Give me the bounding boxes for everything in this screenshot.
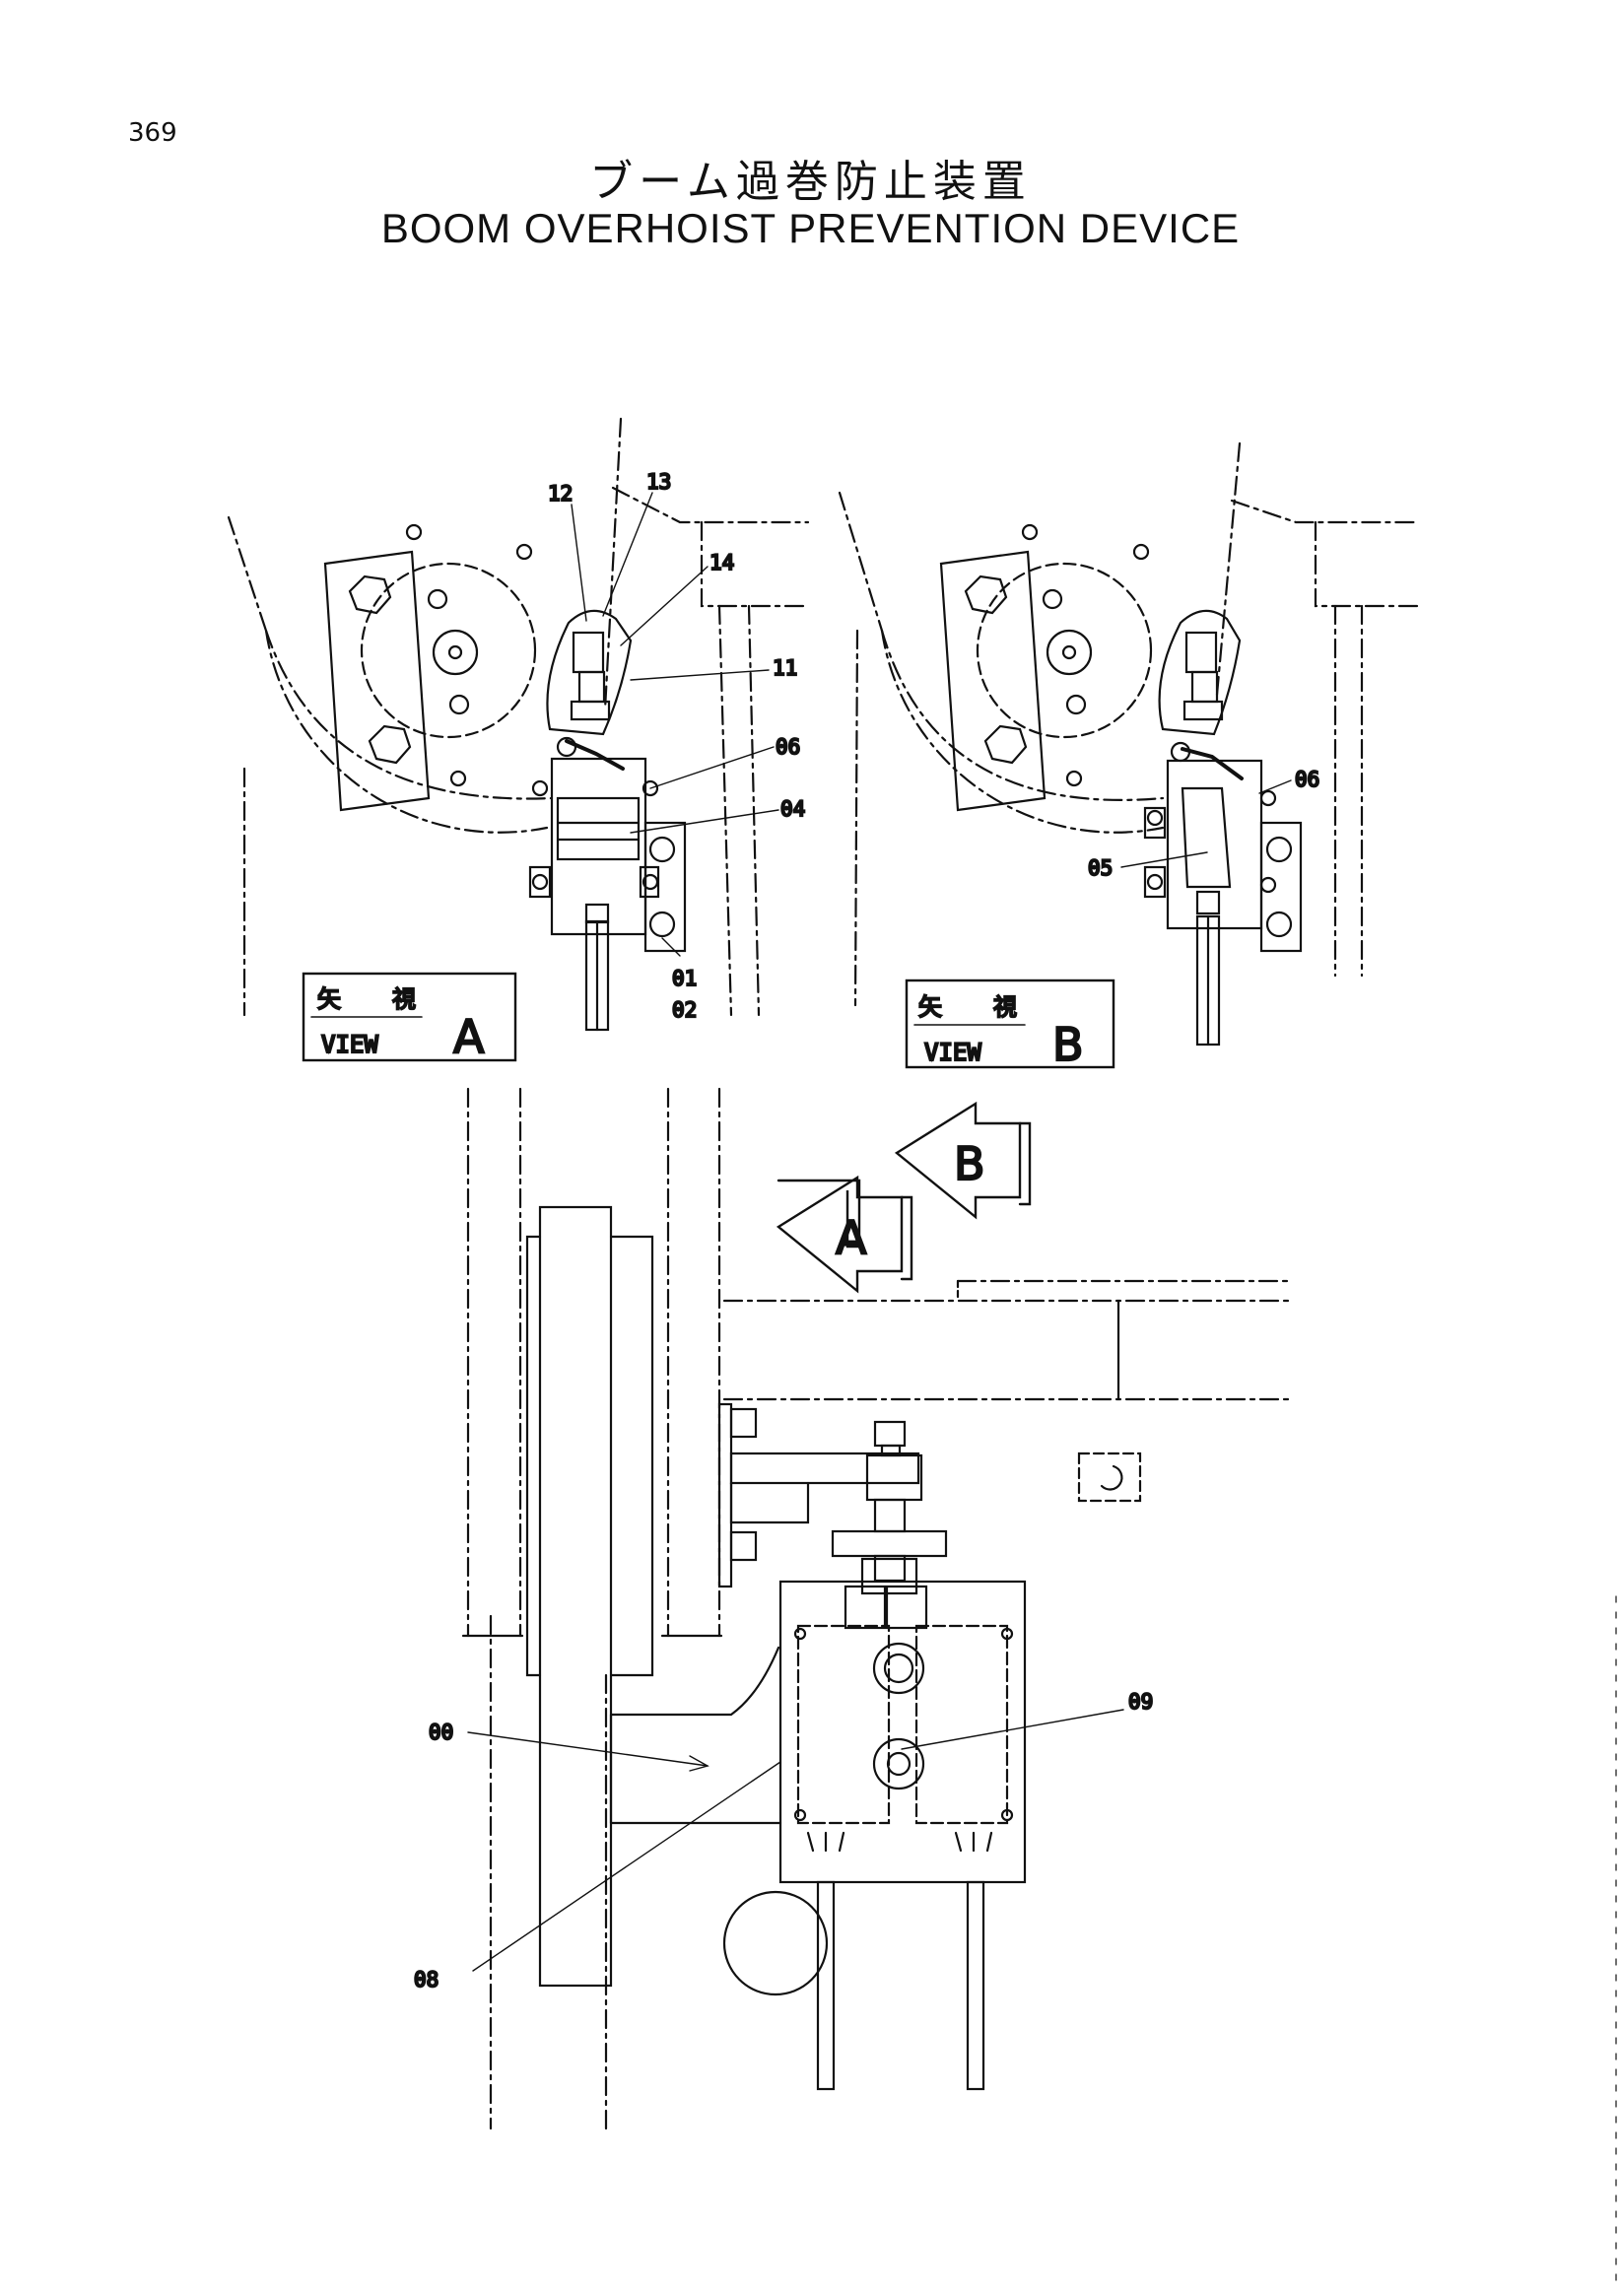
arrow-b-letter: B [954,1137,985,1190]
part-label-12: 12 [548,482,573,506]
view-b-drawing [838,441,1421,1069]
part-label-06-view-b: 06 [1295,768,1319,791]
arrow-b [894,1101,1032,1220]
part-label-14: 14 [709,551,734,574]
title-english: BOOM OVERHOIST PREVENTION DEVICE [380,205,1241,251]
part-label-09: 09 [1128,1690,1153,1714]
view-a-drawing [227,417,810,1062]
part-label-01: 01 [672,967,697,990]
view-a-label-box [302,972,517,1062]
part-label-13: 13 [646,470,671,494]
view-b-letter: B [1052,1018,1084,1071]
main-view-drawing [461,1087,1617,2287]
view-a-word: VIEW [321,1031,378,1058]
part-label-11: 11 [773,656,797,680]
part-label-00: 00 [429,1721,453,1744]
view-b-kanji-shi: 視 [993,993,1017,1021]
view-b-kanji-ya: 矢 [918,993,942,1021]
page-number: 369 [128,118,177,148]
view-a-kanji-ya: 矢 [317,985,341,1013]
view-b-label-box [905,979,1115,1069]
arrow-a-letter: A [836,1211,867,1264]
part-label-06-view-a: 06 [776,735,800,759]
title-japanese: ブーム過巻防止装置 [589,157,1032,207]
part-label-02: 02 [672,998,697,1022]
part-label-05: 05 [1088,856,1113,880]
arrow-a [776,1175,913,1294]
view-b-word: VIEW [924,1039,981,1066]
part-label-04: 04 [780,797,805,821]
part-label-08: 08 [414,1968,439,1992]
view-a-kanji-shi: 視 [392,985,416,1013]
view-a-letter: A [453,1010,485,1063]
